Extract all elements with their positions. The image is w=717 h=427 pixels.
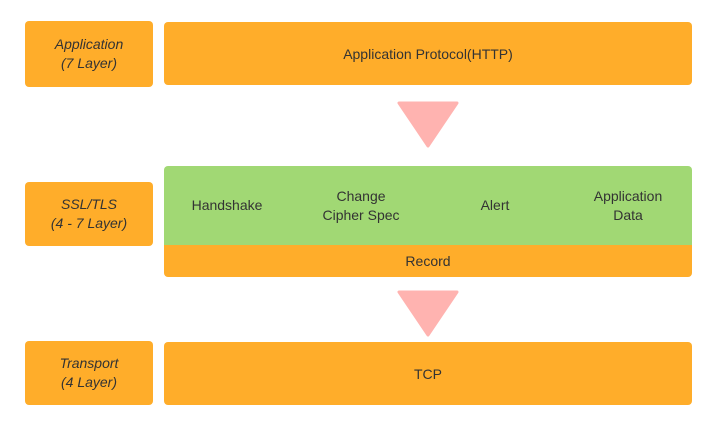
ssl-protocol-line: Handshake — [191, 197, 263, 213]
layer-label-line: SSL/TLS — [60, 196, 118, 212]
layer-label-ssl: SSL/TLS (4 - 7 Layer) — [25, 182, 153, 246]
record-label: Record — [405, 253, 451, 269]
ssl-protocol-line: Alert — [480, 197, 510, 213]
layer-label-line: (7 Layer) — [60, 55, 118, 71]
ssl-protocol-line: Data — [613, 206, 643, 223]
record-box: Record — [164, 245, 692, 277]
application-protocol-label: Application Protocol(HTTP) — [343, 45, 513, 62]
ssl-protocol-line: Change — [336, 187, 386, 204]
ssl-protocol-line: Application — [593, 187, 663, 204]
down-arrow-icon — [397, 290, 459, 337]
ssl-protocols-box — [164, 166, 692, 245]
layer-label-line: (4 Layer) — [60, 374, 118, 390]
layer-label-line: Application — [54, 36, 124, 52]
layer-label-line: Transport — [59, 355, 119, 371]
ssl-protocol-alert: Alert — [440, 166, 550, 245]
tcp-box: TCP — [164, 342, 692, 405]
layer-label-application: Application (7 Layer) — [25, 21, 153, 87]
down-arrow-icon — [397, 101, 459, 148]
tcp-label: TCP — [414, 365, 442, 382]
ssl-protocol-change-cipher-spec: Change Cipher Spec — [306, 166, 416, 245]
layer-label-line: (4 - 7 Layer) — [50, 215, 128, 231]
ssl-protocol-handshake: Handshake — [172, 166, 282, 245]
ssl-protocol-line: Cipher Spec — [322, 206, 400, 223]
application-protocol-box: Application Protocol(HTTP) — [164, 22, 692, 85]
layer-label-transport: Transport (4 Layer) — [25, 341, 153, 405]
ssl-protocol-application-data: Application Data — [573, 166, 683, 245]
